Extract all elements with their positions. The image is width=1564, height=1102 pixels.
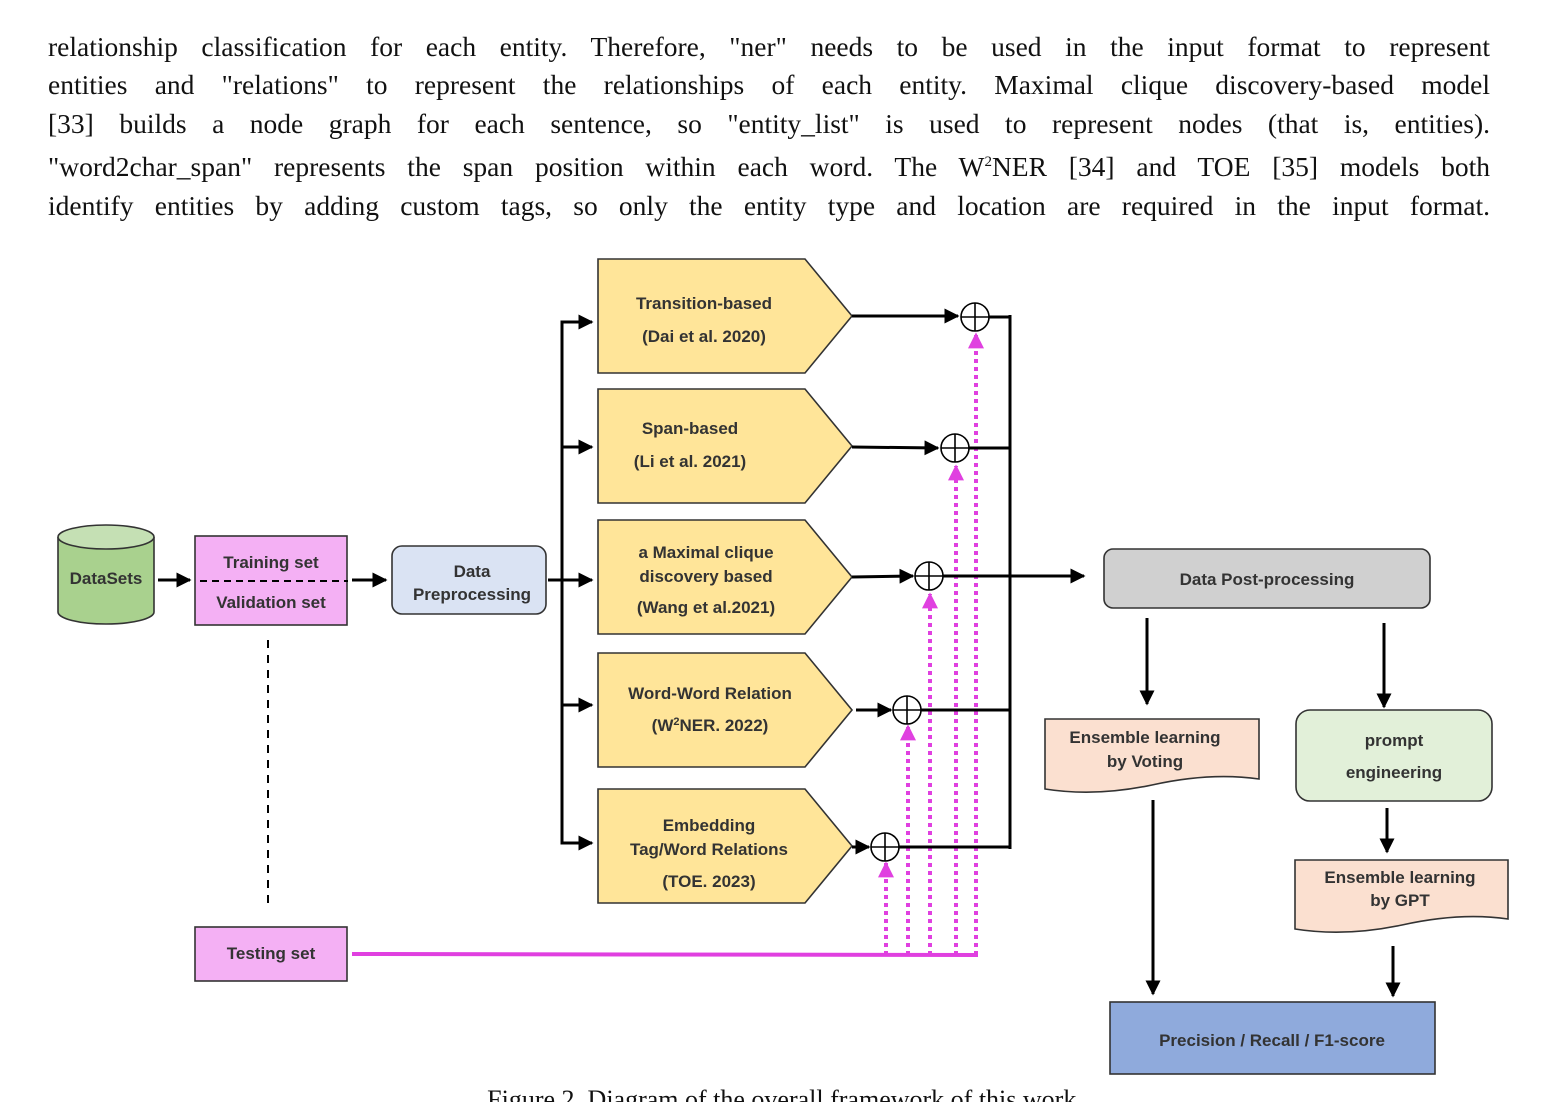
paragraph-line: identify entities by adding custom tags,… xyxy=(48,189,1490,221)
postprocessing-label: Data Post-processing xyxy=(1180,570,1355,589)
testing-line xyxy=(351,952,979,957)
metrics-box: Precision / Recall / F1-score xyxy=(1109,1001,1436,1075)
preprocessing-box: Data Preprocessing xyxy=(391,545,547,615)
paragraph-line-part: "word2char_span" represents the span pos… xyxy=(48,151,985,183)
paragraph-line: relationship classification for each ent… xyxy=(48,31,1490,62)
superscript: 2 xyxy=(673,716,679,728)
preprocessing-label-2: Preprocessing xyxy=(413,585,531,604)
paragraph-line: entities and "relations" to represent th… xyxy=(48,69,1490,101)
plus-circles xyxy=(870,302,990,862)
model-label: (W2NER. 2022) xyxy=(652,716,769,735)
collect-bus xyxy=(899,315,1012,849)
testing-set-label: Testing set xyxy=(227,944,316,963)
figure-caption: Figure 2. Diagram of the overall framewo… xyxy=(487,1085,1083,1102)
model-label-part: (W xyxy=(652,716,675,735)
model-label: Tag/Word Relations xyxy=(630,840,788,859)
model-maximal-clique: a Maximal clique discovery based (Wang e… xyxy=(597,519,854,635)
ensemble-gpt-box: Ensemble learning by GPT xyxy=(1294,859,1509,933)
ensemble-voting-label-1: Ensemble learning xyxy=(1069,728,1220,747)
prompt-label-2: engineering xyxy=(1346,763,1442,782)
training-set-label: Training set xyxy=(223,553,319,572)
model-label: Embedding xyxy=(663,816,756,835)
model-label: Word-Word Relation xyxy=(628,684,792,703)
model-label: (Wang et al.2021) xyxy=(637,598,775,617)
model-label-part: NER. 2022) xyxy=(680,716,769,735)
model-label: (Dai et al. 2020) xyxy=(642,327,766,346)
body-paragraph: relationship classification for each ent… xyxy=(48,28,1490,225)
superscript: 2 xyxy=(984,154,992,171)
model-label: a Maximal clique xyxy=(638,543,773,562)
validation-set-label: Validation set xyxy=(216,593,326,612)
model-word-word-relation: Word-Word Relation (W2NER. 2022) xyxy=(597,652,854,768)
datasets-label: DataSets xyxy=(70,569,143,588)
model-label: Span-based xyxy=(642,419,738,438)
paragraph-line-part: NER [34] and TOE [35] models both xyxy=(991,151,1490,183)
paragraph-line: "word2char_span" represents the span pos… xyxy=(48,143,1490,187)
model-label: discovery based xyxy=(639,567,772,586)
model-label: (Li et al. 2021) xyxy=(634,452,746,471)
testing-set-box: Testing set xyxy=(194,926,348,982)
ensemble-gpt-label-1: Ensemble learning xyxy=(1324,868,1475,887)
postprocessing-box: Data Post-processing xyxy=(1103,548,1431,609)
arrow xyxy=(851,440,940,456)
testing-feed-lines xyxy=(878,332,984,955)
prompt-label-1: prompt xyxy=(1365,731,1424,750)
metrics-label: Precision / Recall / F1-score xyxy=(1159,1031,1385,1050)
ensemble-gpt-label-2: by GPT xyxy=(1370,891,1430,910)
preprocessing-label-1: Data xyxy=(454,562,491,581)
datasets-cylinder: DataSets xyxy=(57,524,155,625)
branch-bus xyxy=(560,320,592,845)
arrow xyxy=(851,568,915,584)
ensemble-voting-label-2: by Voting xyxy=(1107,752,1183,771)
model-label: (TOE. 2023) xyxy=(662,872,755,891)
model-label: Transition-based xyxy=(636,294,772,313)
model-toe: Embedding Tag/Word Relations (TOE. 2023) xyxy=(597,788,854,904)
ensemble-voting-box: Ensemble learning by Voting xyxy=(1044,718,1260,793)
model-transition-based: Transition-based (Dai et al. 2020) xyxy=(597,258,854,374)
model-span-based: Span-based (Li et al. 2021) xyxy=(597,388,854,504)
prompt-engineering-box: prompt engineering xyxy=(1295,709,1493,802)
paragraph-line: [33] builds a node graph for each senten… xyxy=(48,107,1490,139)
